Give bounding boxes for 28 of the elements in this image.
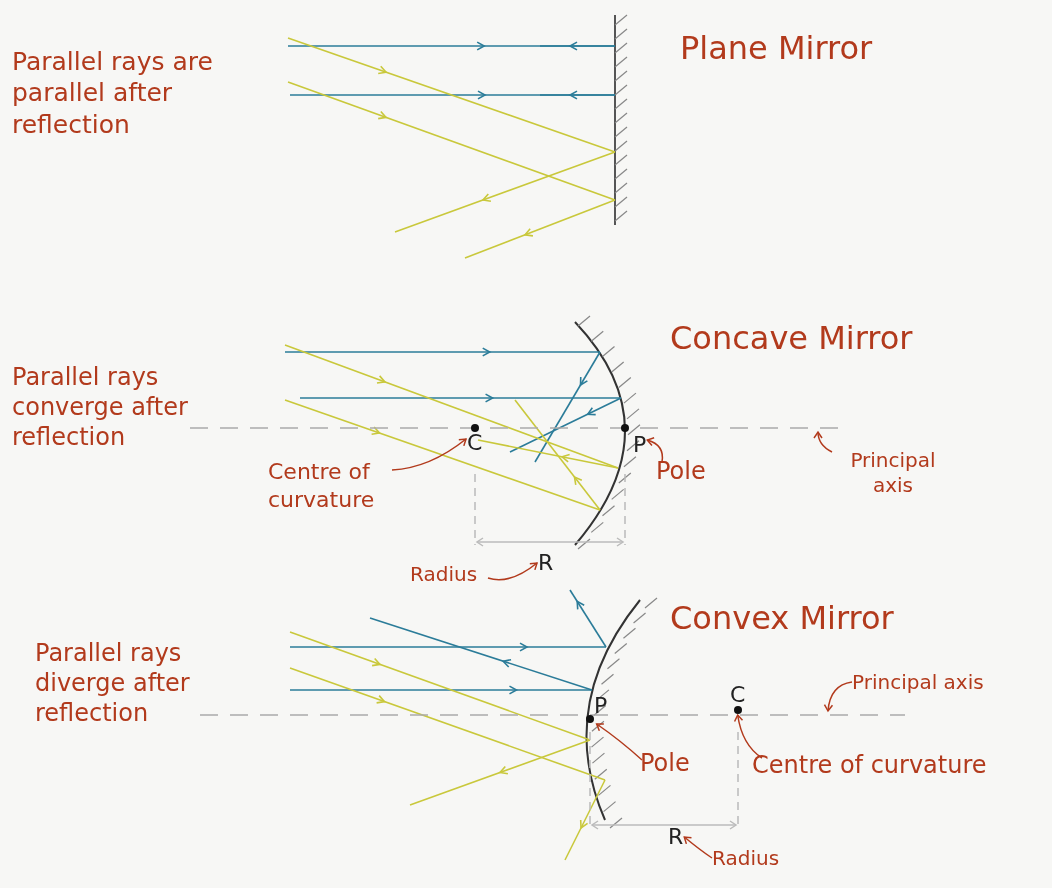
leader-line xyxy=(823,681,853,712)
leader-line xyxy=(487,562,538,581)
leader-line xyxy=(683,836,713,859)
annotation-text: Centre of curvature xyxy=(752,750,1032,780)
annotation-text: Radius xyxy=(410,562,490,587)
annotation-text: Radius xyxy=(712,846,802,871)
heading: Concave Mirror xyxy=(670,318,914,358)
leader-line xyxy=(813,431,833,453)
side-note: Parallel rays are parallel after reflection xyxy=(12,46,214,140)
annotation-text: Pole xyxy=(640,748,710,778)
leader-line xyxy=(391,438,467,471)
dimension-letter: R xyxy=(668,826,684,848)
leader-line xyxy=(595,723,643,761)
labelled-point: C xyxy=(730,684,746,714)
labelled-point: P xyxy=(621,424,647,456)
leader-line xyxy=(734,714,763,759)
annotation-text: Principal axis xyxy=(828,448,958,498)
heading: Plane Mirror xyxy=(680,28,874,68)
annotation-text: Pole xyxy=(656,456,726,486)
side-note: Parallel rays converge after reflection xyxy=(12,362,189,452)
annotation-text: Principal axis xyxy=(852,670,1022,695)
leader-line xyxy=(646,437,664,463)
dimension-letter: R xyxy=(538,552,554,574)
side-note: Parallel rays diverge after reflection xyxy=(35,638,191,728)
annotation-text: Centre of curvature xyxy=(268,458,408,513)
labelled-point: P xyxy=(586,695,608,723)
heading: Convex Mirror xyxy=(670,598,895,638)
labelled-point: C xyxy=(467,424,483,454)
